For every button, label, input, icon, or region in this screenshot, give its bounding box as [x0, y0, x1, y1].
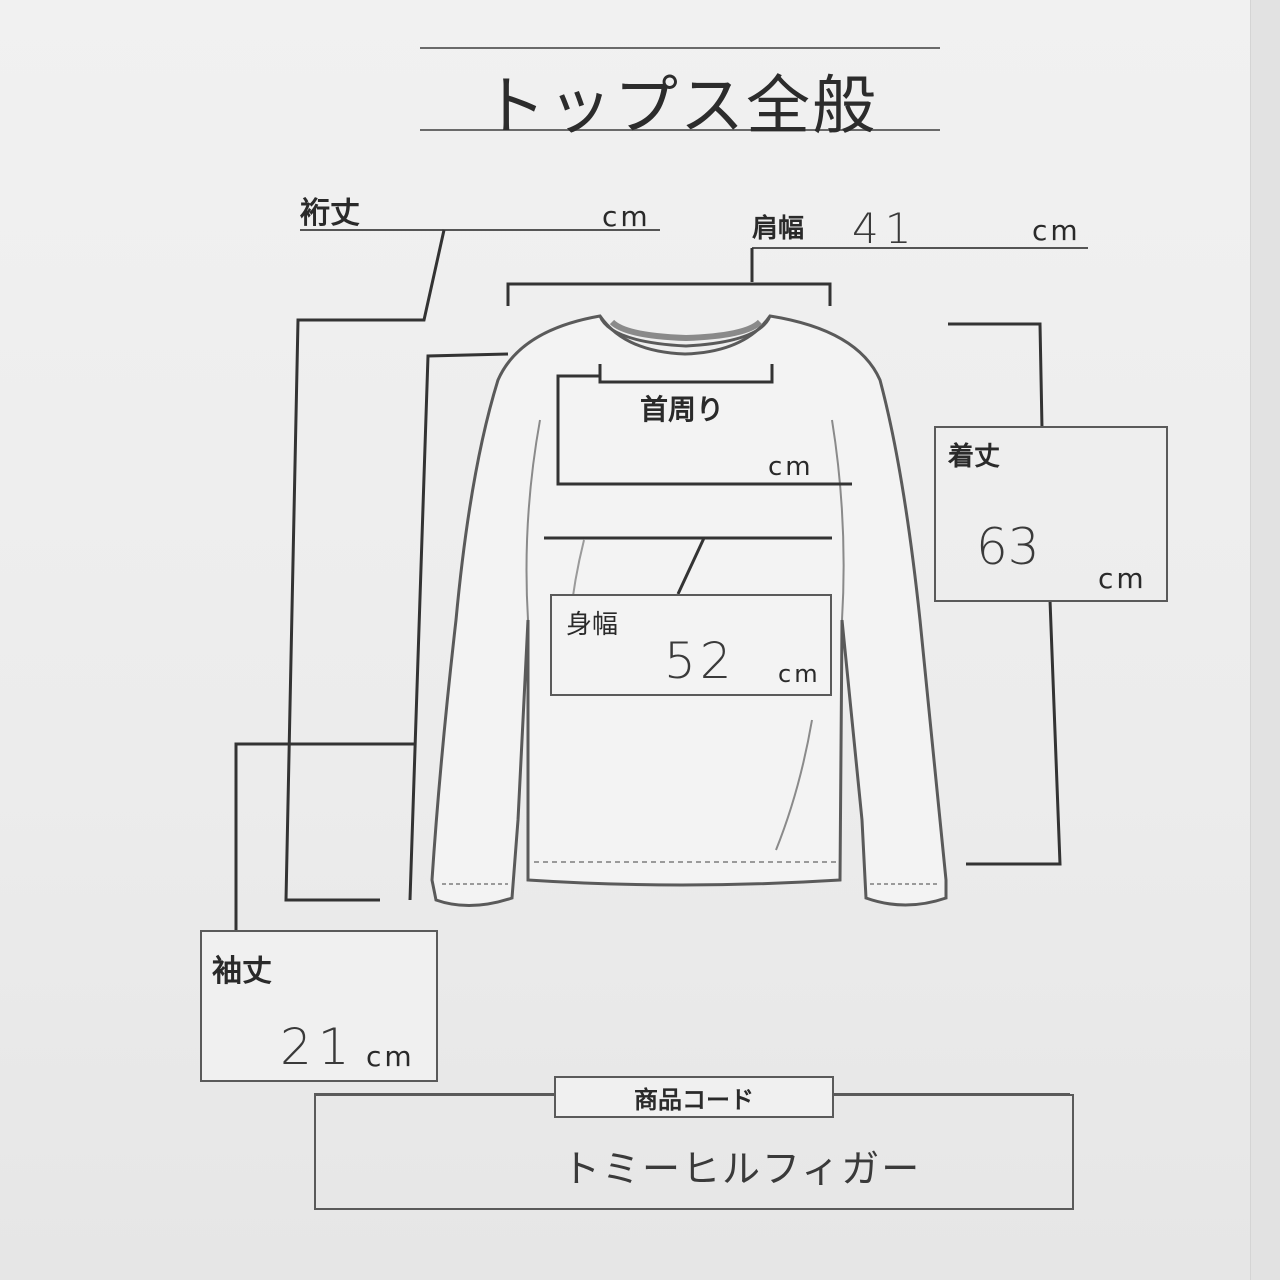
katahaba-value: 41 [852, 204, 918, 253]
sodetake-box [200, 930, 438, 1082]
yuki-leader-line [284, 229, 446, 902]
katahaba-unit: cm [1032, 214, 1081, 247]
kitake-value: 63 [976, 518, 1040, 576]
mihaba-value: 52 [664, 632, 736, 690]
product-code-value: トミーヒルフィガー [562, 1147, 922, 1191]
kitake-bracket-top [948, 322, 1044, 429]
page-title: トップス全般 [482, 70, 878, 144]
product-code-label-box: 商品コード [554, 1076, 834, 1118]
kitake-unit: cm [1098, 562, 1147, 595]
kitake-bracket-bottom [966, 599, 1062, 866]
katahaba-label: 肩幅 [752, 214, 805, 244]
yuki-unit: cm [602, 200, 651, 233]
sleeve-inner-line [408, 352, 509, 901]
kitake-box [934, 426, 1168, 602]
kitake-label: 着丈 [948, 442, 1001, 472]
sodetake-value: 21 [280, 1018, 356, 1076]
sheet-edge [1250, 0, 1280, 1280]
product-code-label: 商品コード [634, 1085, 754, 1114]
yuki-label: 裄丈 [300, 196, 360, 231]
kubimawari-unit: cm [768, 452, 814, 482]
neck-bracket [598, 364, 774, 384]
sodetake-leader-line [234, 742, 414, 930]
mihaba-label: 身幅 [566, 610, 619, 640]
mihaba-box [550, 594, 832, 696]
mihaba-unit: cm [778, 660, 821, 688]
kubimawari-label: 首周り [640, 393, 725, 426]
kubimawari-box-line [556, 374, 852, 486]
sodetake-label: 袖丈 [212, 954, 272, 989]
shoulder-bracket [506, 282, 832, 306]
sodetake-unit: cm [366, 1040, 415, 1073]
